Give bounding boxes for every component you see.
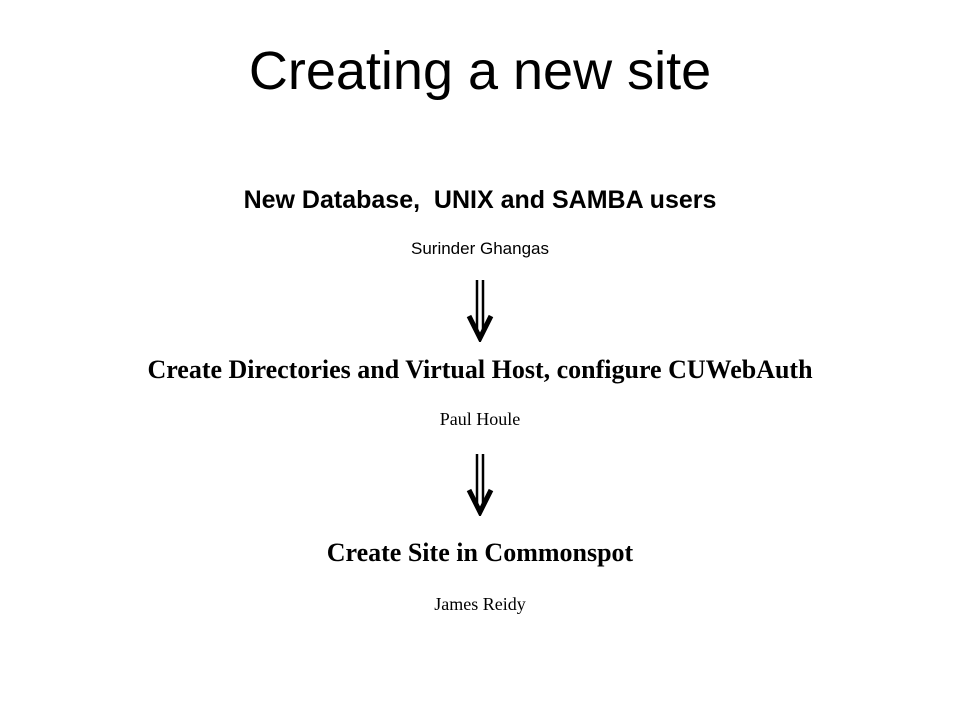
step-3-owner: James Reidy: [434, 594, 526, 614]
step-1-heading: New Database, UNIX and SAMBA users: [243, 186, 717, 214]
double-down-arrow-icon: [466, 280, 494, 342]
step-3-heading: Create Site in Commonspot: [326, 538, 634, 567]
slide-title: Creating a new site: [248, 41, 712, 101]
double-down-arrow-icon: [466, 454, 494, 516]
step-2-owner: Paul Houle: [439, 409, 521, 429]
step-2-heading: Create Directories and Virtual Host, con…: [147, 355, 813, 384]
step-1-owner: Surinder Ghangas: [411, 239, 549, 258]
